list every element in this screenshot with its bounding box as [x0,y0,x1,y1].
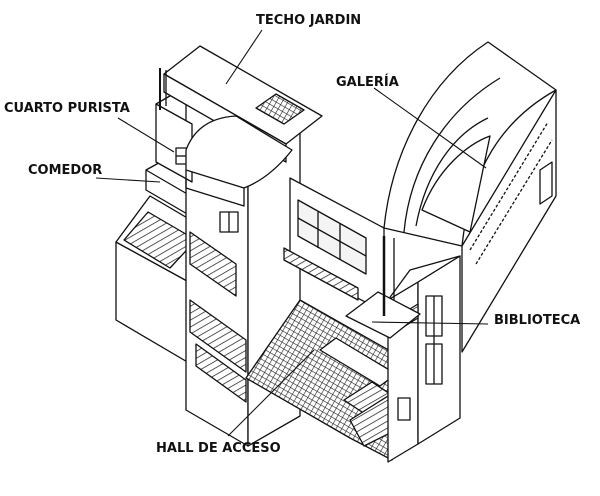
leader-galeria [373,87,487,169]
tower-stair-base [195,343,247,403]
galeria-ramp-curve [421,135,491,233]
label-biblioteca: BIBLIOTECA [494,313,580,328]
biblioteca-roof [387,255,461,301]
label-techo-jardin: TECHO JARDIN [256,13,361,28]
roof-skylight-grid [255,93,305,125]
galeria-inner-curve [403,77,501,233]
label-comedor: COMEDOR [28,163,102,178]
leader-hall-de-acceso [227,349,315,437]
tower-stair-upper [189,231,237,297]
leader-techo-jardin [225,29,263,85]
courtyard-balcony-rail [283,247,359,301]
tower-stair-lower [189,299,247,373]
label-galeria: GALERÍA [336,74,399,90]
label-leaders [95,29,489,437]
building-linework [115,41,557,463]
label-cuarto-purista: CUARTO PURISTA [4,101,130,116]
leader-biblioteca [371,321,489,325]
label-hall-de-acceso: HALL DE ACCESO [156,441,281,456]
leader-cuarto-purista [117,117,175,153]
galeria-side-wall [461,89,557,353]
galeria-pilotis [539,161,553,205]
entrance-canopy [185,115,293,189]
leader-comedor [95,177,161,183]
